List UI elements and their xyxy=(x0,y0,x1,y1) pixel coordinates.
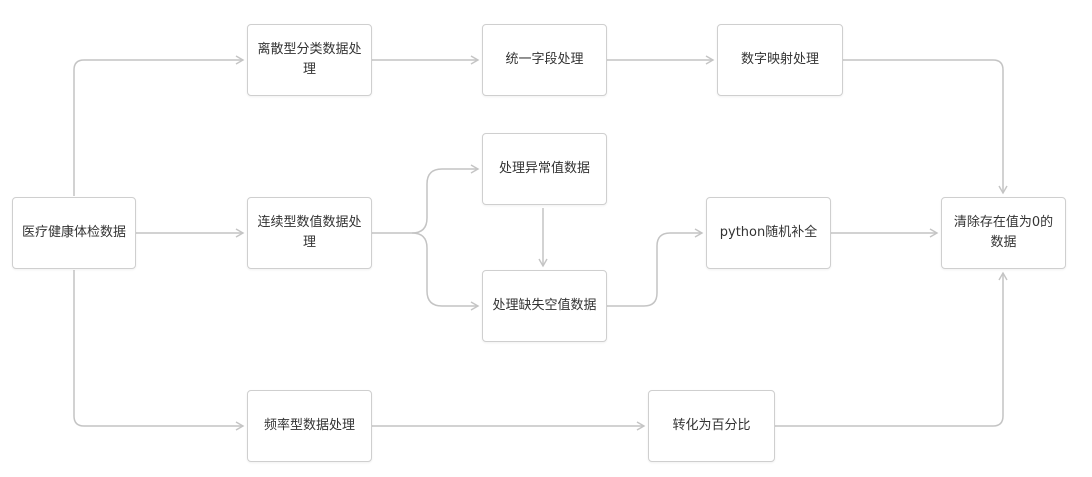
edge-percent-to-clear xyxy=(775,271,1008,427)
node-missing-label: 处理缺失空值数据 xyxy=(492,298,597,313)
node-discrete-label: 离散型分类数据处理 xyxy=(257,42,362,77)
node-continuous-label: 连续型数值数据处理 xyxy=(257,215,362,250)
node-missing[interactable]: 处理缺失空值数据 xyxy=(482,270,607,342)
edge-missing-to-python xyxy=(607,228,704,307)
edge-start-to-discrete xyxy=(73,55,245,196)
edge-continuous-to-missing xyxy=(411,232,480,311)
node-number-mapping[interactable]: 数字映射处理 xyxy=(717,24,843,96)
node-medical-data-label: 医疗健康体检数据 xyxy=(21,225,126,240)
node-to-percent-label: 转化为百分比 xyxy=(672,418,751,433)
node-clear-zero[interactable]: 清除存在值为0的数据 xyxy=(941,197,1066,269)
edge-mapping-to-clear xyxy=(843,59,1008,195)
node-medical-data[interactable]: 医疗健康体检数据 xyxy=(12,197,136,269)
edge-continuous-to-outliers xyxy=(372,164,480,234)
node-continuous[interactable]: 连续型数值数据处理 xyxy=(247,197,372,269)
node-clear-zero-label: 清除存在值为0的数据 xyxy=(953,215,1054,250)
node-to-percent[interactable]: 转化为百分比 xyxy=(648,390,775,462)
node-unify-fields-label: 统一字段处理 xyxy=(505,52,584,67)
edge-start-to-frequency xyxy=(73,270,245,431)
node-python-fill-label: python随机补全 xyxy=(719,225,818,240)
node-discrete[interactable]: 离散型分类数据处理 xyxy=(247,24,372,96)
node-frequency-label: 频率型数据处理 xyxy=(263,418,355,433)
node-outliers[interactable]: 处理异常值数据 xyxy=(482,133,607,205)
node-python-fill[interactable]: python随机补全 xyxy=(706,197,831,269)
node-frequency[interactable]: 频率型数据处理 xyxy=(247,390,372,462)
node-unify-fields[interactable]: 统一字段处理 xyxy=(482,24,607,96)
node-number-mapping-label: 数字映射处理 xyxy=(740,52,819,67)
node-outliers-label: 处理异常值数据 xyxy=(498,161,590,176)
